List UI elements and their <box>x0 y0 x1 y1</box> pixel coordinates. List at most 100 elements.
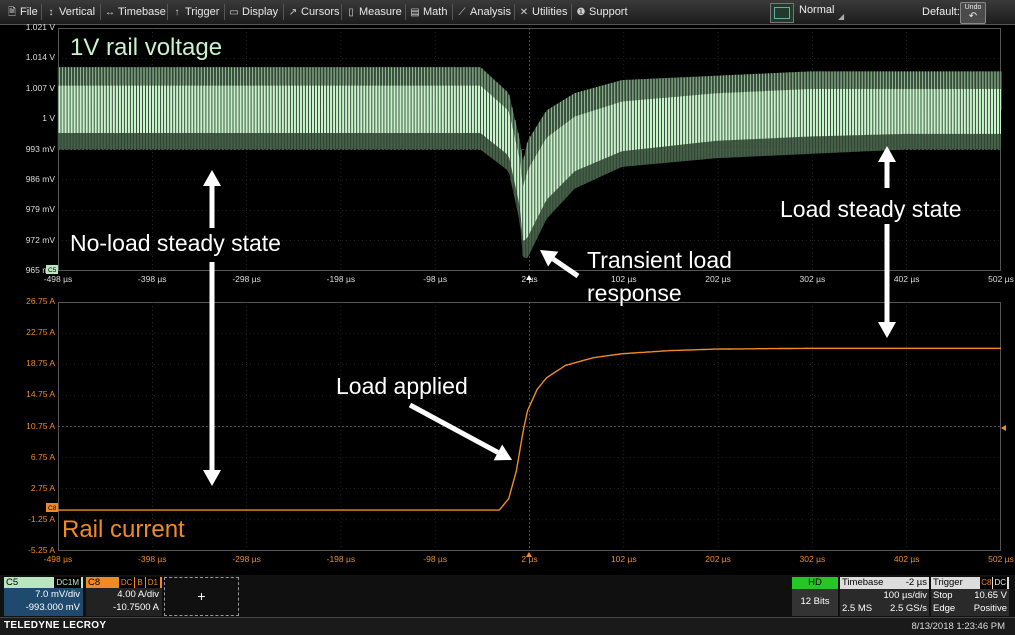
current-title: Rail current <box>62 516 185 543</box>
x-tick-label: -398 µs <box>138 554 167 564</box>
trigger-level-marker[interactable] <box>1001 425 1006 431</box>
timebase-rate: 2.5 GS/s <box>890 603 927 614</box>
y-tick-label: 18.75 A <box>26 358 55 369</box>
current-trace <box>58 347 1001 511</box>
c5-header: C5 DC1M <box>4 577 83 588</box>
c5-coupling: DC1M <box>54 577 81 588</box>
hd-badge: HD <box>792 577 838 589</box>
menu-vertical[interactable]: ↕Vertical <box>45 0 96 24</box>
x-tick-label: 502 µs <box>988 554 1014 564</box>
menu-analysis[interactable]: ⟋Analysis <box>456 0 511 24</box>
info-icon: ❶ <box>576 7 586 18</box>
y-tick-label: 972 mV <box>25 234 55 245</box>
voltage-waveform <box>57 67 1002 258</box>
trigger-time-marker-top[interactable] <box>526 275 532 280</box>
menu-cursors[interactable]: ↗Cursors <box>287 0 340 24</box>
y-tick-label: 965 mV <box>25 265 55 275</box>
timebase-memory-row: 2.5 MS 2.5 GS/s <box>840 602 929 615</box>
trigger-time-marker-bottom[interactable] <box>526 552 532 557</box>
c8-offset: -10.7500 A <box>113 602 159 613</box>
menu-measure[interactable]: ▯ Measure <box>345 0 402 24</box>
x-tick-label: 102 µs <box>610 274 637 284</box>
cursor-icon: ↗ <box>288 7 298 18</box>
trigger-header: Trigger DC C8 <box>931 577 1009 589</box>
menu-utilities[interactable]: ✕Utilities <box>518 0 568 24</box>
c5-ground-marker[interactable]: C5 <box>46 265 58 274</box>
trigger-descriptor[interactable]: Trigger DC C8 Stop 10.65 V Edge Positive <box>931 577 1009 616</box>
add-channel-button[interactable]: + <box>164 577 239 616</box>
y-tick-label: 993 mV <box>25 143 55 154</box>
trigger-slope: Positive <box>973 603 1007 614</box>
c8-ground-marker[interactable]: C8 <box>46 503 58 512</box>
timebase-descriptor[interactable]: Timebase -2 µs 100 µs/div 2.5 MS 2.5 GS/… <box>840 577 929 616</box>
voltage-ripple-highlight <box>59 67 1002 216</box>
current-waveform <box>58 347 1001 511</box>
undo-label: Undo <box>964 4 982 11</box>
transient-annotation-line2: response <box>587 280 682 306</box>
menu-file[interactable]: 🗎File <box>6 0 38 24</box>
menu-separator <box>514 4 515 20</box>
c5-marker-label: C5 <box>48 267 57 274</box>
y-tick-label: 979 mV <box>25 204 55 215</box>
annotation-arrows <box>203 146 896 486</box>
trigger-mode-icon[interactable] <box>770 3 794 23</box>
timestamp: 8/13/2018 1:23:46 PM <box>911 621 1006 632</box>
measure-icon: ▯ <box>348 7 354 18</box>
c5-descriptor[interactable]: C5 DC1M 7.0 mV/div -993.000 mV <box>4 577 83 616</box>
analysis-chart-icon: ⟋ <box>458 7 466 18</box>
trigger-mode-label[interactable]: Normal <box>799 4 835 16</box>
x-tick-label: 2 µs <box>521 554 538 564</box>
vertical-arrows-icon: ↕ <box>48 7 54 18</box>
y-tick-label: 26.75 A <box>26 296 55 306</box>
y-tick-label: 1.021 V <box>25 22 55 32</box>
y-tick-label: 2.75 A <box>30 482 55 493</box>
menu-display[interactable]: ▭Display <box>228 0 278 24</box>
no-load-annotation: No-load steady state <box>70 230 281 256</box>
transient-annotation-line1: Transient load <box>587 247 732 273</box>
display-icon: ▭ <box>229 7 239 18</box>
voltage-title: 1V rail voltage <box>70 34 223 61</box>
menu-math[interactable]: ▤Math <box>409 0 447 24</box>
c5-scale: 7.0 mV/div <box>35 589 80 600</box>
load-steady-arrow-down <box>878 224 896 338</box>
y-tick-label: 22.75 A <box>26 327 55 338</box>
no-load-arrow-down <box>203 262 221 486</box>
c5-offset: -993.000 mV <box>25 602 80 613</box>
y-tick-label: 1 V <box>42 113 55 124</box>
menu-timebase-label: Timebase <box>118 6 166 18</box>
c8-descriptor[interactable]: C8 D1 B DC 4.00 A/div -10.7500 A <box>86 577 162 616</box>
load-steady-arrow-up <box>878 146 896 188</box>
c8-scale: 4.00 A/div <box>117 589 159 600</box>
transient-arrow <box>540 250 580 279</box>
menu-separator <box>224 4 225 20</box>
menu-timebase[interactable]: ↔Timebase <box>104 0 166 24</box>
x-tick-label: -298 µs <box>232 274 261 284</box>
menu-separator <box>341 4 342 20</box>
undo-button[interactable]: Undo↶ <box>960 2 986 24</box>
default-setup-label[interactable]: Default: <box>922 6 960 18</box>
x-tick-label: -498 µs <box>43 554 73 564</box>
y-tick-label: 6.75 A <box>30 451 55 462</box>
x-tick-label: 102 µs <box>610 554 637 564</box>
timebase-label: Timebase <box>842 577 884 588</box>
timebase-header: Timebase -2 µs <box>840 577 929 589</box>
default-setup-text[interactable]: Default <box>922 6 957 18</box>
trigger-coupling: DC <box>993 577 1007 589</box>
hd-descriptor[interactable]: HD 12 Bits <box>792 577 838 616</box>
c8-name: C8 <box>88 577 101 588</box>
menu-trigger[interactable]: ↑Trigger <box>171 0 220 24</box>
menu-utilities-label: Utilities <box>532 6 568 18</box>
x-tick-label: 402 µs <box>893 274 920 284</box>
menu-cursors-label: Cursors <box>301 6 340 18</box>
utilities-tools-icon: ✕ <box>519 7 529 18</box>
c8-flag-d1: D1 <box>145 577 160 588</box>
x-tick-label: -498 µs <box>43 274 73 284</box>
undo-arrow-icon: ↶ <box>968 11 978 22</box>
horizontal-arrows-icon: ↔ <box>105 7 115 18</box>
menu-measure-label: Measure <box>359 6 402 18</box>
trigger-mode-dropdown-icon[interactable]: ◢ <box>838 12 845 21</box>
menu-separator <box>41 4 42 20</box>
